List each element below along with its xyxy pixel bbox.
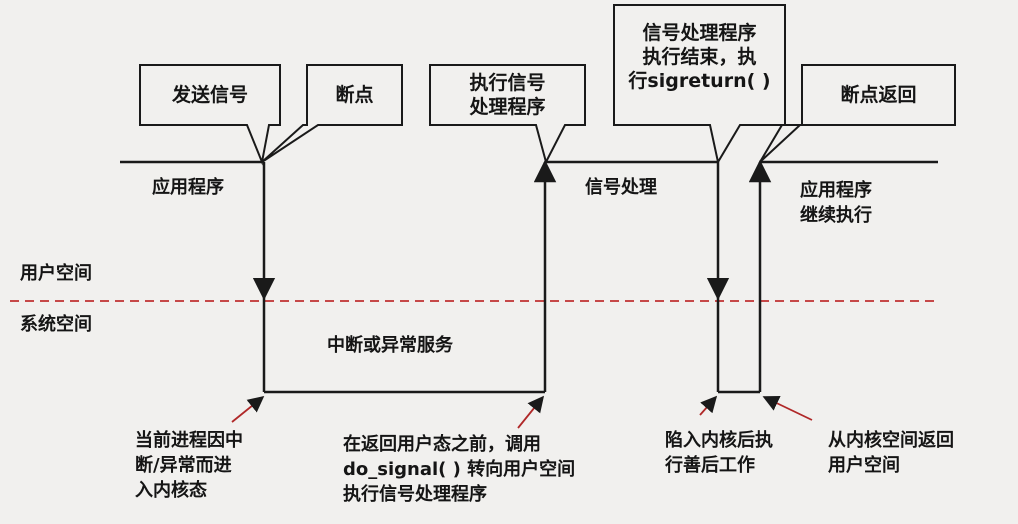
label-kernel-space: 系统空间 bbox=[20, 314, 92, 335]
note-do-signal-line2: do_signal( ) 转向用户空间 bbox=[343, 459, 576, 480]
callout-exec-handler-line1: 执行信号 bbox=[469, 72, 546, 94]
note-return-pointer bbox=[762, 395, 813, 421]
note-do-signal-pointer bbox=[517, 395, 545, 429]
label-user-space: 用户空间 bbox=[20, 263, 92, 284]
callout-breakpoint-text: 断点 bbox=[335, 84, 374, 106]
note-return-line2: 用户空间 bbox=[828, 455, 900, 476]
callout-breakpoint-return-text: 断点返回 bbox=[840, 84, 917, 106]
callout-exec-handler-line2: 处理程序 bbox=[469, 96, 546, 118]
note-trap: 陷入内核后执 行善后工作 bbox=[665, 428, 773, 478]
note-trap-pointer bbox=[699, 395, 718, 416]
label-app-continue-line2: 继续执行 bbox=[800, 205, 872, 226]
note-enter-kernel-pointer bbox=[231, 395, 265, 423]
callout-handler-end-line3: 行sigreturn( ) bbox=[628, 70, 771, 92]
callout-send-signal-box bbox=[139, 64, 281, 166]
callout-breakpoint-return-box bbox=[759, 64, 956, 163]
note-trap-line1: 陷入内核后执 bbox=[665, 430, 773, 451]
callout-exec-handler-text: 执行信号 处理程序 bbox=[430, 71, 585, 119]
callout-handler-end-text: 信号处理程序 执行结束，执 行sigreturn( ) bbox=[614, 21, 785, 93]
callout-send-signal-text: 发送信号 bbox=[171, 84, 248, 106]
callout-handler-end-box bbox=[613, 4, 786, 165]
note-do-signal-line1: 在返回用户态之前，调用 bbox=[343, 434, 541, 455]
note-do-signal-line3: 执行信号处理程序 bbox=[343, 484, 487, 505]
label-signal-handling: 信号处理 bbox=[585, 177, 657, 198]
note-return-line1: 从内核空间返回 bbox=[828, 430, 954, 451]
note-enter-kernel: 当前进程因中 断/异常而进 入内核态 bbox=[135, 428, 243, 503]
note-trap-line2: 行善后工作 bbox=[665, 455, 755, 476]
note-do-signal: 在返回用户态之前，调用 do_signal( ) 转向用户空间 执行信号处理程序 bbox=[343, 432, 575, 507]
callout-breakpoint-box bbox=[261, 64, 403, 163]
note-enter-kernel-line2: 断/异常而进 bbox=[135, 455, 232, 476]
label-app-continue-line1: 应用程序 bbox=[800, 180, 872, 201]
note-enter-kernel-line1: 当前进程因中 bbox=[135, 430, 243, 451]
callout-handler-end-line1: 信号处理程序 bbox=[642, 22, 757, 44]
note-enter-kernel-line3: 入内核态 bbox=[135, 480, 207, 501]
label-app-continue: 应用程序 继续执行 bbox=[800, 178, 872, 228]
label-application: 应用程序 bbox=[152, 177, 224, 198]
label-interrupt-service: 中断或异常服务 bbox=[327, 335, 453, 356]
note-return: 从内核空间返回 用户空间 bbox=[828, 428, 954, 478]
callout-handler-end-line2: 执行结束，执 bbox=[642, 46, 757, 68]
callout-exec-handler-box bbox=[429, 64, 586, 165]
